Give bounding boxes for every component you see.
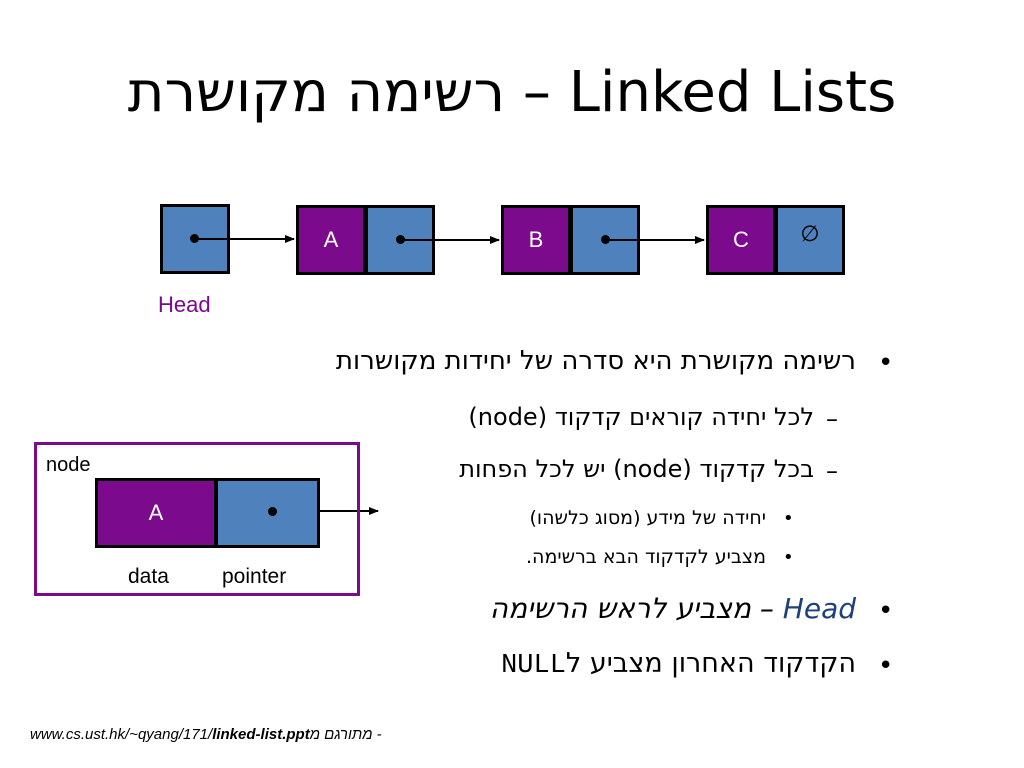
null-symbol: ∅: [800, 222, 820, 247]
node-detail-frame: [34, 442, 360, 596]
footer-suffix: - מתורגם מ: [309, 726, 382, 743]
bullet-1-sub-2-sub-2-marker: •: [783, 547, 794, 568]
bullet-3-text: NULLהקדקוד האחרון מצביע ל: [501, 648, 856, 681]
data-label: data: [128, 565, 169, 588]
bullet-2-text: מצביע לראש הרשימה – Head: [490, 592, 856, 625]
footer-url-bold: linked-list.ppt: [212, 726, 310, 743]
title-dash: –: [505, 60, 569, 125]
node-label: node: [46, 454, 91, 476]
bullet-1-sub-2-dash: –: [826, 457, 838, 485]
bullet-3-marker: •: [878, 651, 894, 681]
head-label: Head: [158, 292, 211, 317]
bullet-1-sub-1-text: לכל יחידה קוראים קדקוד (node): [468, 403, 814, 431]
bullet-3-hebrew: הקדקוד האחרון מצביע ל: [565, 648, 856, 679]
bullet-1-sub-1-dash: –: [826, 405, 838, 433]
node-b-pointer-dot: [601, 235, 610, 244]
node-detail-pointer-box: [215, 478, 320, 548]
bullet-1-sub-2-sub-2-text: מצביע לקדקוד הבא ברשימה.: [526, 546, 766, 568]
bullet-1-text: רשימה מקושרת היא סדרה של יחידות מקושרות: [335, 346, 856, 376]
bullet-1-marker: •: [878, 348, 894, 378]
bullet-1-sub-2-text: בכל קדקוד (node) יש לכל הפחות: [459, 455, 814, 483]
bullet-2-rest: מצביע לראש הרשימה: [489, 592, 751, 625]
bullet-1-sub-2-sub-1-marker: •: [783, 508, 794, 529]
node-a-pointer-dot: [396, 235, 405, 244]
pointer-label: pointer: [222, 565, 287, 588]
bullet-2-marker: •: [878, 596, 894, 626]
source-footer: www.cs.ust.hk/~qyang/171/linked-list.ppt…: [30, 726, 382, 743]
bullet-2-dash: –: [759, 592, 774, 625]
list-node-c-data: C: [706, 205, 776, 275]
list-node-b-data: B: [501, 205, 571, 275]
list-node-c-null-pointer: ∅: [775, 205, 845, 275]
slide-title: רשימה מקושרת – Linked Lists: [0, 62, 1024, 124]
bullet-3-null: NULL: [501, 651, 566, 681]
footer-url-prefix: www.cs.ust.hk/~qyang/171/: [30, 726, 213, 743]
bullet-1-sub-2-sub-1-text: יחידה של מידע (מסוג כלשהו): [529, 507, 767, 529]
list-node-a-data: A: [296, 205, 366, 275]
node-detail-data-box: A: [95, 478, 217, 548]
head-pointer-dot: [190, 234, 199, 243]
node-detail-pointer-dot: [268, 507, 277, 516]
title-hebrew: רשימה מקושרת: [127, 60, 506, 125]
bullet-2-head: Head: [782, 592, 856, 625]
title-english: Linked Lists: [568, 60, 897, 125]
